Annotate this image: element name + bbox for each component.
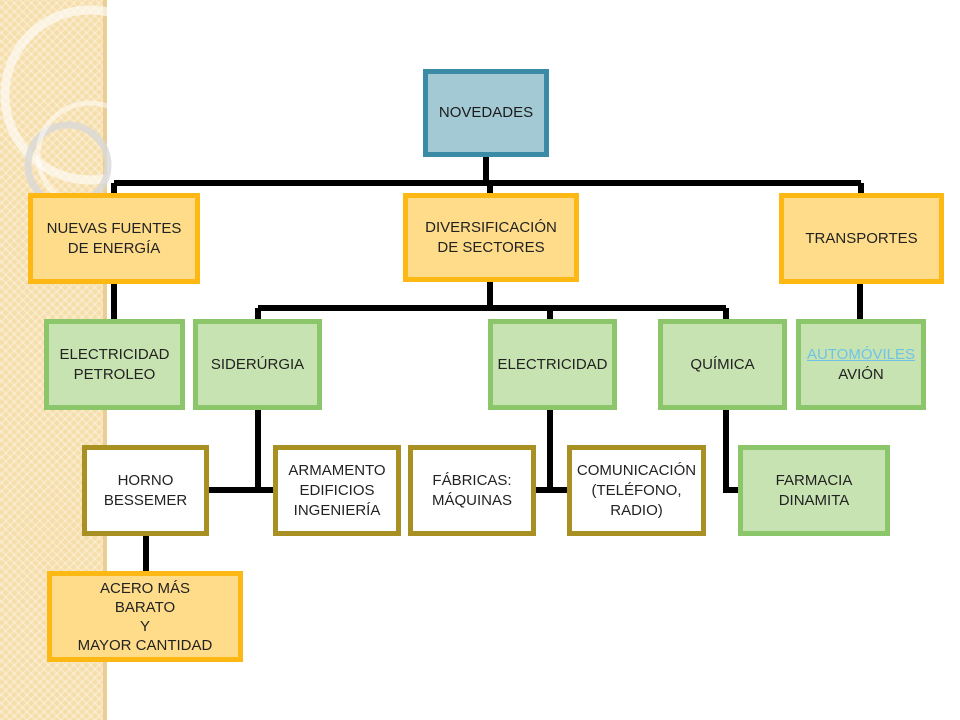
node-acero-mas-barato: ACERO MÁS BARATO Y MAYOR CANTIDAD <box>47 571 243 662</box>
root-node-novedades: NOVEDADES <box>423 69 549 157</box>
node-farmacia-dinamita: FARMACIA DINAMITA <box>738 445 890 536</box>
node-label-line2: PETROLEO <box>73 365 156 383</box>
node-fabricas-maquinas: FÁBRICAS: MÁQUINAS <box>408 445 536 536</box>
node-label-line1: COMUNICACIÓN <box>576 461 697 479</box>
node-horno-bessemer: HORNO BESSEMER <box>82 445 209 536</box>
node-label-line1: ARMAMENTO <box>288 461 386 479</box>
node-armamento-edificios-ingenieria: ARMAMENTO EDIFICIOS INGENIERÍA <box>273 445 401 536</box>
node-label-line2: BESSEMER <box>103 491 188 509</box>
node-label-line2: DE SECTORES <box>437 238 545 256</box>
node-label-line2: AVIÓN <box>838 365 884 383</box>
node-label-line4: MAYOR CANTIDAD <box>77 636 213 654</box>
node-label-line2: EDIFICIOS <box>299 481 375 499</box>
automoviles-link[interactable]: AUTOMÓVILES <box>806 345 916 363</box>
node-label-line1: QUÍMICA <box>690 355 755 373</box>
node-quimica: QUÍMICA <box>658 319 787 410</box>
node-label-line1: TRANSPORTES <box>805 229 918 247</box>
node-label-line2: MÁQUINAS <box>431 491 512 509</box>
node-label-line2: DINAMITA <box>778 491 850 509</box>
node-transportes: TRANSPORTES <box>779 193 944 284</box>
root-label: NOVEDADES <box>438 104 534 121</box>
node-label-line3: Y <box>139 617 150 635</box>
node-automoviles-avion: AUTOMÓVILES AVIÓN <box>796 319 926 410</box>
node-label-line2: DE ENERGÍA <box>67 239 161 257</box>
node-label-line1: ELECTRICIDAD <box>59 345 170 363</box>
node-label-line2: BARATO <box>114 598 176 616</box>
node-siderurgia: SIDERÚRGIA <box>193 319 322 410</box>
node-nuevas-fuentes-energia: NUEVAS FUENTES DE ENERGÍA <box>28 193 200 284</box>
node-label-line3: RADIO) <box>610 501 663 519</box>
node-label-line2: (TELÉFONO, <box>591 481 682 499</box>
node-label-line3: INGENIERÍA <box>293 501 381 519</box>
node-label-line1: FÁBRICAS: <box>432 471 512 489</box>
node-label-line1: SIDERÚRGIA <box>210 355 305 373</box>
node-label-line1: DIVERSIFICACIÓN <box>425 218 557 236</box>
node-diversificacion-sectores: DIVERSIFICACIÓN DE SECTORES <box>403 193 579 282</box>
node-electricidad: ELECTRICIDAD <box>488 319 617 410</box>
node-label-line1: NUEVAS FUENTES <box>46 219 182 237</box>
node-label-line1: ACERO MÁS <box>99 579 190 597</box>
node-label-line1: FARMACIA <box>775 471 853 489</box>
node-label-line1: HORNO <box>117 471 174 489</box>
node-comunicacion: COMUNICACIÓN (TELÉFONO, RADIO) <box>567 445 706 536</box>
node-label-line1: ELECTRICIDAD <box>497 355 608 373</box>
node-electricidad-petroleo: ELECTRICIDAD PETROLEO <box>44 319 185 410</box>
